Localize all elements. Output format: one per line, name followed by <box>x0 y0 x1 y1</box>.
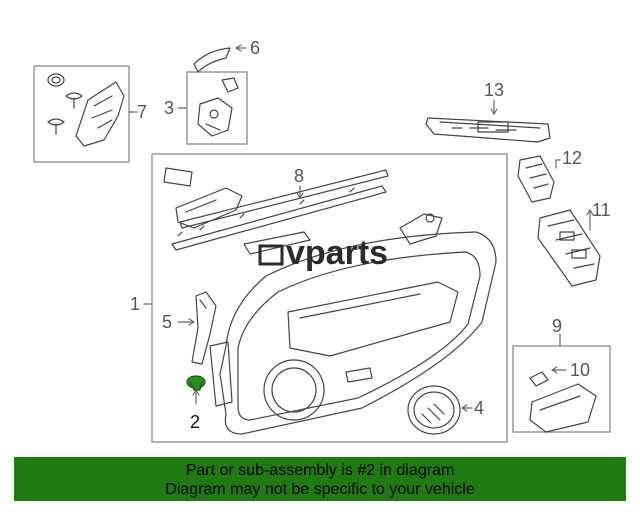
callout-10: 10 <box>570 360 590 380</box>
callout-3: 3 <box>164 98 174 118</box>
callout-4: 4 <box>474 398 484 418</box>
part-8-belt-molding <box>171 169 389 251</box>
part-5-bracket <box>191 291 217 365</box>
door-panel-frame <box>151 153 508 443</box>
window-regulator-parts <box>243 213 443 255</box>
part-13-armrest <box>425 117 551 143</box>
clip-kit-drawing <box>47 73 125 147</box>
part-2-clip <box>186 375 206 391</box>
inner-handle <box>163 167 243 229</box>
bracket-box <box>186 71 248 145</box>
lamp-box <box>512 345 611 433</box>
info-banner: Part or sub-assembly is #2 in diagram Di… <box>14 457 626 501</box>
callout-8: 8 <box>294 166 304 186</box>
part-4-speaker-grille <box>407 385 461 435</box>
callout-9: 9 <box>552 316 562 336</box>
callout-1: 1 <box>130 294 140 314</box>
bracket-drawing <box>197 77 239 137</box>
callout-2: 2 <box>190 412 200 432</box>
callout-5: 5 <box>162 312 172 332</box>
callout-11: 11 <box>592 200 611 220</box>
banner-line-1: Part or sub-assembly is #2 in diagram <box>185 462 455 479</box>
leader-lines <box>128 44 594 412</box>
watermark-logo-mark <box>258 244 284 266</box>
callout-12: 12 <box>562 148 582 168</box>
lamp-drawing <box>529 371 597 433</box>
part-12-switch <box>517 155 555 203</box>
callout-6: 6 <box>250 38 260 58</box>
part-11-master-switch <box>537 209 601 287</box>
door-trim-panel <box>209 231 497 435</box>
callout-13: 13 <box>484 80 504 100</box>
callout-7: 7 <box>137 102 147 122</box>
banner-line-2: Diagram may not be specific to your vehi… <box>165 481 475 498</box>
watermark-logo: vparts <box>286 234 388 272</box>
part-6-trim <box>193 47 231 73</box>
clip-kit-box <box>33 65 130 163</box>
